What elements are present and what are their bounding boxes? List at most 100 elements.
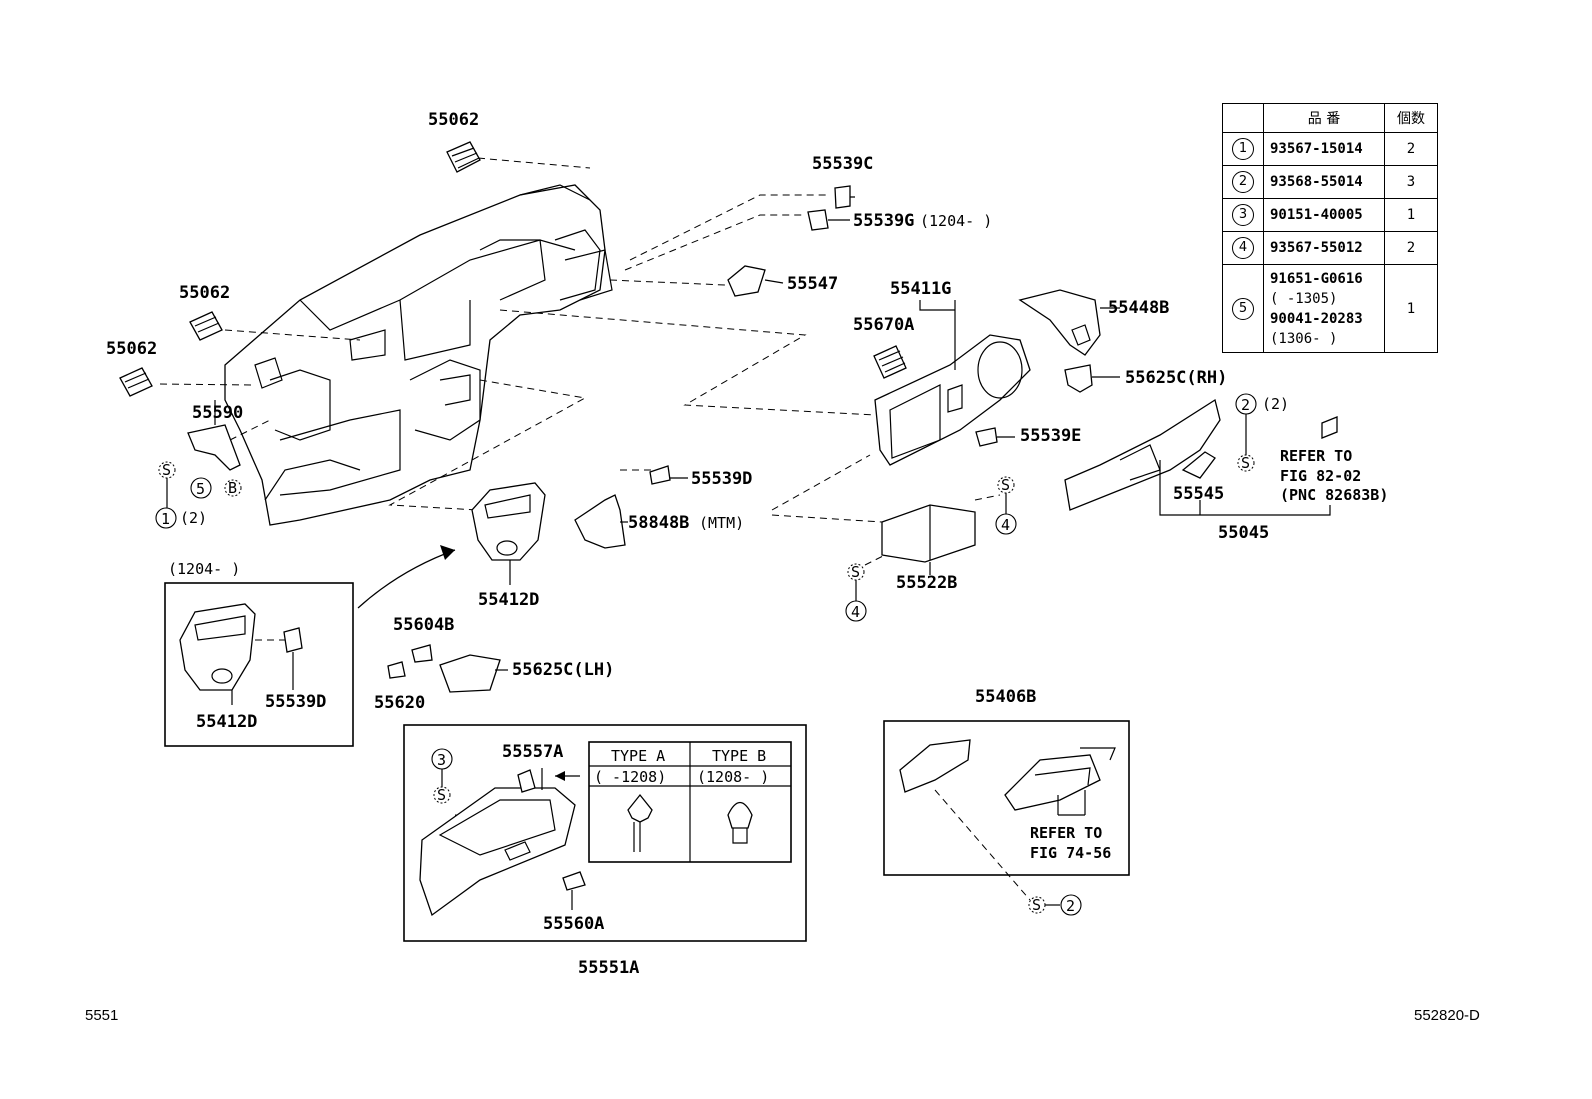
type-b-range: (1208- ) [697,768,769,786]
inset-callout-55539D: 55539D [265,692,326,712]
clip-55620 [387,661,406,679]
callout-55670A: 55670A [853,315,914,335]
glovebox-box [403,724,807,942]
vent-55670A [873,345,907,379]
cluster-panel-55411G [874,334,1031,466]
legend-part: 93567-55012 [1263,231,1385,265]
callout-55560A: 55560A [543,914,604,934]
callout-55625C-LH: 55625C(LH) [512,660,614,680]
bracket-55625C-LH [439,654,501,693]
callout-55406B: 55406B [975,687,1036,707]
bracket-55547 [727,265,766,297]
callout-58848B-note: (MTM) [699,514,744,532]
legend-num: 1 [1232,138,1254,160]
legend-part: 93568-55014 [1263,165,1385,199]
refer-82-line1: REFER TO [1280,447,1352,465]
legend-part-line: 91651-G0616 [1270,270,1363,287]
center-panel-55412D [471,482,546,561]
callout-55590: 55590 [192,403,243,423]
legend-row: 5 91651-G0616 ( -1305) 90041-20283 (1306… [1222,264,1438,353]
callout-58848B: 58848B [628,513,689,533]
s-symbol: S [1241,454,1250,472]
inset-arrow [357,549,456,609]
legend-num: 5 [1232,297,1254,320]
qty-note-1: (2) [180,509,207,527]
legend-num: 2 [1232,171,1254,193]
callout-55062-left: 55062 [106,339,157,359]
num-4-circle: 4 [1001,516,1010,534]
callout-55547: 55547 [787,274,838,294]
s-symbol: S [851,563,860,581]
callout-55522B: 55522B [896,573,957,593]
symbol-group-left: S 5 B 1 (2) [155,461,242,529]
legend-row: 3 90151-40005 1 [1222,198,1438,232]
inset-arrowhead [440,545,455,560]
vent-55062-left [119,367,153,397]
cover-55448B [1018,289,1101,356]
legend-header-qty: 個数 [1384,103,1438,133]
clip-55539G [807,209,829,231]
refer-74-line2: FIG 74-56 [1030,844,1111,862]
s-symbol: S [162,461,171,479]
refer-74-line1: REFER TO [1030,824,1102,842]
clip-55539D [649,465,671,485]
bracket-55625C-RH [1064,364,1093,393]
qty-note-2: (2) [1262,395,1289,413]
cover-55545 [1181,451,1216,479]
footer-right-code: 552820-D [1414,1007,1480,1024]
num-4-circle: 4 [851,603,860,621]
callout-55045: 55045 [1218,523,1269,543]
callout-55620: 55620 [374,693,425,713]
shift-boot-58848B [574,494,626,549]
tag-82683B [1321,416,1338,439]
callout-55412D: 55412D [478,590,539,610]
legend-part: 93567-15014 [1263,132,1385,166]
symbol-group-pocket-right: S 4 [995,476,1017,535]
s-symbol: S [1001,476,1010,494]
legend-qty: 2 [1384,132,1438,166]
leader-lines [159,157,1031,901]
bracket-55590 [187,424,241,471]
callout-55625C-RH: 55625C(RH) [1125,368,1227,388]
symbol-group-55406B: S 2 [1028,894,1082,916]
legend-qty: 1 [1384,198,1438,232]
callout-55539G: 55539G [853,211,914,231]
box-55406B [883,720,1130,876]
group-bracket-55045 [1159,460,1331,516]
callout-55557A: 55557A [502,742,563,762]
symbol-group-right: 2 (2) S [1235,393,1289,472]
inset-box [164,582,354,747]
vent-55062-mid [189,311,223,341]
refer-82-line3: (PNC 82683B) [1280,486,1388,504]
legend-header-part: 品 番 [1263,103,1385,133]
legend-row: 1 93567-15014 2 [1222,132,1438,166]
callout-55545: 55545 [1173,484,1224,504]
callout-55539D: 55539D [691,469,752,489]
instrument-panel [224,184,613,526]
legend-qty: 1 [1384,264,1438,353]
s-symbol: S [437,786,446,804]
callout-55604B: 55604B [393,615,454,635]
symbol-group-pocket-left: S 4 [845,563,867,622]
legend-part-line: ( -1305) [1270,290,1338,307]
callout-55551A: 55551A [578,958,639,978]
legend-row: 2 93568-55014 3 [1222,165,1438,199]
legend-row: 4 93567-55012 2 [1222,231,1438,265]
b-symbol: B [228,479,237,497]
legend-part-line: (1306- ) [1270,330,1338,347]
clip-55539C [834,185,851,209]
footer-left-code: 5551 [85,1007,118,1024]
legend-header-blank [1222,103,1264,133]
legend-num: 4 [1232,237,1254,259]
inset-callout-55412D: 55412D [196,712,257,732]
legend-part-line: 90041-20283 [1270,310,1363,327]
callout-55539C: 55539C [812,154,873,174]
s-symbol: S [1032,896,1041,914]
clip-55539E [975,427,998,447]
symbol-group-glovebox: 3 S [431,748,453,804]
num-5-circle: 5 [196,480,205,498]
legend-qty: 3 [1384,165,1438,199]
refer-82-line2: FIG 82-02 [1280,467,1361,485]
lower-panel-55045 [1064,398,1221,511]
